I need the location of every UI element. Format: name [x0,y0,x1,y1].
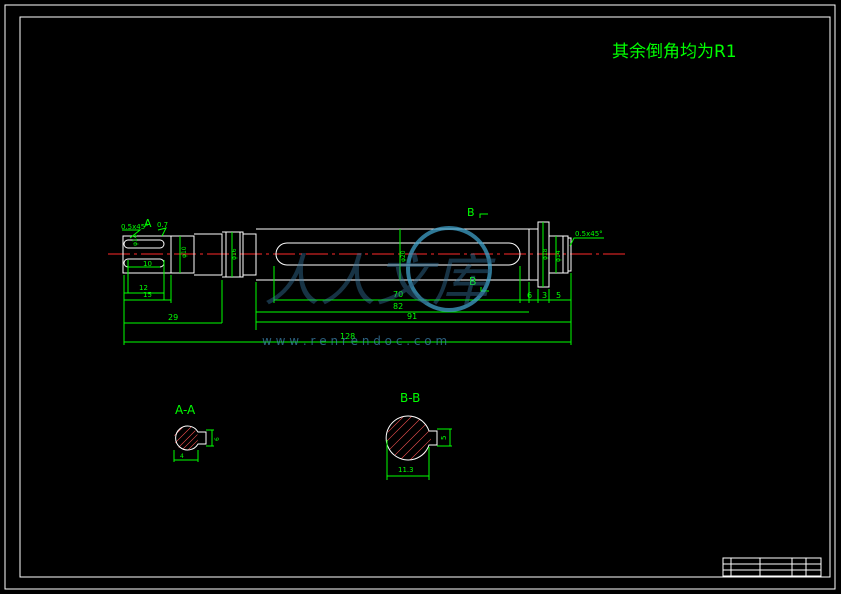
section-b-arrow-bottom [480,287,489,292]
section-b-dim-1: 11.3 [398,466,414,474]
section-a-dim-1: 4 [180,453,184,460]
section-b-label: B-B [400,391,420,405]
dim-keyway-left-inner: 10 [143,260,152,268]
dim-128: 128 [340,332,355,341]
dim-6: 6 [527,291,532,300]
dim-12: 12 [139,284,148,292]
section-a-dim-2: 6 [214,437,221,441]
section-b-view [385,415,452,480]
dim-70: 70 [393,290,403,299]
dim-91: 91 [407,312,417,321]
dim-5: 5 [556,291,561,300]
dim-15: 15 [143,291,152,299]
watermark: 人人文库 w w w . r e n r e n d o c . c o m [262,226,496,348]
section-b-arrow-top [479,213,488,218]
shaft-outline [122,221,572,288]
section-a-label: A-A [175,403,196,417]
dim-d4: φ20 [400,250,407,262]
dim-29: 29 [168,313,178,322]
section-b-dim-2: 5 [440,436,448,440]
general-note: 其余倒角均为R1 [612,42,737,62]
dim-82: 82 [393,302,403,311]
outer-border [4,4,836,590]
dim-d2: φ10 [181,246,188,258]
section-a-marker: A [144,217,152,230]
watermark-url: w w w . r e n r e n d o c . c o m [262,334,447,348]
chamfer-leaders [122,227,604,247]
diameter-dimensions [179,222,557,287]
watermark-name: 人人文库 [264,249,496,314]
inner-border [19,16,831,578]
dim-3: 3 [542,291,547,300]
keyway-right [275,242,521,266]
chamfer-left-label: 0.5x45° [121,223,149,231]
dim-d3: φ16 [231,248,238,260]
section-a-view [173,425,214,462]
chamfer-small-label: 0.7 [157,221,168,229]
section-b-marker-top: B [467,206,475,219]
length-dimensions [123,260,572,345]
dim-d6: φ14 [555,250,562,262]
title-block [722,557,822,577]
chamfer-right-label: 0.5x45° [575,230,603,238]
section-b-marker-bottom: B [469,275,477,288]
dim-d1: φ14 [132,234,139,246]
dim-d5: φ18 [542,248,549,260]
